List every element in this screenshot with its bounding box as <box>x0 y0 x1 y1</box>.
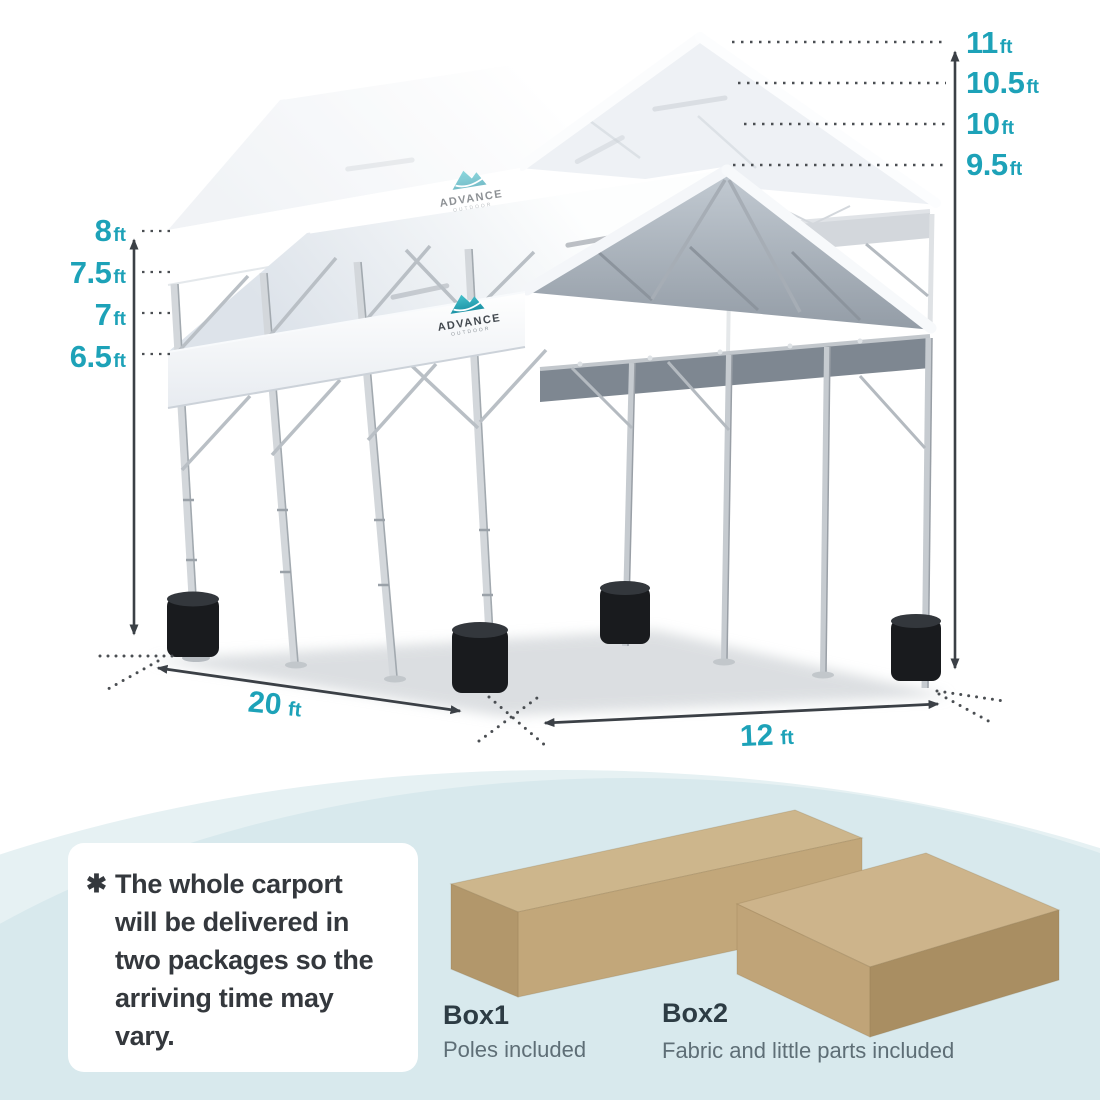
right-dotted-guides <box>732 40 946 167</box>
height-unit: ft <box>1009 159 1023 180</box>
height-unit: ft <box>1001 118 1015 139</box>
delivery-note-card: ✱ The whole carport will be delivered in… <box>68 843 418 1072</box>
box1-illustration <box>449 809 864 998</box>
height-value: 11 <box>966 25 998 60</box>
width-unit: ft <box>286 698 303 722</box>
weight-bag <box>452 622 508 693</box>
far-frame <box>539 242 933 689</box>
note-line: The whole carport <box>114 869 343 899</box>
weight-bag <box>891 614 941 681</box>
box2-description: Fabric and little parts included <box>662 1038 955 1063</box>
box1-description: Poles included <box>443 1037 587 1062</box>
height-value: 10 <box>966 106 1000 141</box>
pole-notches <box>183 498 493 597</box>
box2-title: Box2 <box>662 998 729 1028</box>
height-value: 7 <box>94 297 112 332</box>
height-value: 6.5 <box>69 339 112 374</box>
brand-logo-ghost: ADVANCE OUTDOOR <box>425 162 515 219</box>
shipping-boxes <box>449 809 1061 1038</box>
dimension-annotations <box>98 40 1006 749</box>
brand-logo: ADVANCE OUTDOOR <box>423 286 513 343</box>
height-value: 10.5 <box>966 65 1025 100</box>
far-braces <box>570 242 929 450</box>
height-unit: ft <box>113 309 126 330</box>
depth-unit: ft <box>780 726 795 750</box>
note-line: arriving time may <box>114 983 334 1013</box>
box1-title: Box1 <box>443 1000 510 1030</box>
height-unit: ft <box>999 37 1013 58</box>
note-line: two packages so the <box>114 945 374 975</box>
height-unit: ft <box>113 225 126 246</box>
height-unit: ft <box>1026 77 1039 98</box>
ground-shadow <box>150 630 950 716</box>
height-value: 7.5 <box>69 255 112 290</box>
solid-canopy-roof <box>168 164 937 352</box>
depth-arrow-12ft <box>543 699 940 728</box>
mountain-icon <box>450 294 485 314</box>
weight-bags <box>167 581 941 693</box>
width-value: 20 <box>246 685 283 722</box>
asterisk-icon: ✱ <box>86 870 107 898</box>
height-unit: ft <box>113 267 126 288</box>
width-arrow-20ft <box>156 664 462 715</box>
mountain-icon <box>452 170 487 190</box>
height-unit: ft <box>113 351 126 372</box>
corner-dotted-marks <box>98 654 1006 749</box>
weight-bag <box>600 581 650 644</box>
weight-bag <box>167 591 219 657</box>
delivery-note-text: The whole carport will be delivered in t… <box>114 865 374 1072</box>
note-line: will be delivered in <box>114 907 350 937</box>
depth-value: 12 <box>739 718 775 754</box>
note-line: vary. <box>114 1021 175 1051</box>
box2-illustration <box>735 852 1061 1038</box>
height-value: 8 <box>94 213 112 248</box>
height-value: 9.5 <box>966 147 1008 182</box>
